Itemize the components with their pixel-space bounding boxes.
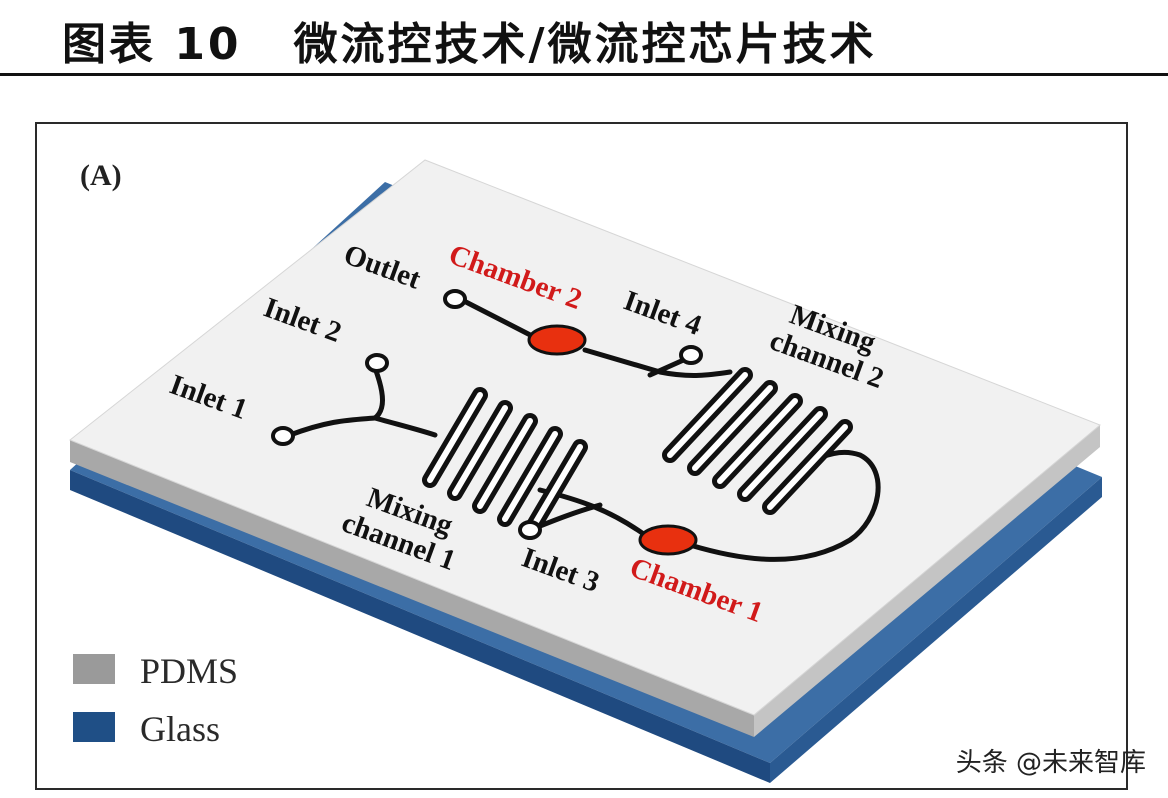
figure-caption: 微流控技术/微流控芯片技术 xyxy=(293,19,877,70)
header-rule xyxy=(0,73,1168,76)
legend-swatch-glass xyxy=(73,712,115,742)
pdms-side-right xyxy=(754,425,1100,737)
outlet-channel xyxy=(459,297,543,343)
inlet1-channel xyxy=(287,415,378,438)
glass-layer-side-left xyxy=(70,470,770,783)
figure-number: 图表 10 xyxy=(62,19,242,70)
inlet3-port xyxy=(518,520,542,540)
inlet1-port xyxy=(271,426,295,446)
legend-label-pdms: PDMS xyxy=(140,651,238,691)
outlet-port xyxy=(443,289,467,309)
pdms-top xyxy=(69,159,1101,716)
header: 图表 10 微流控技术/微流控芯片技术 xyxy=(0,0,1168,78)
source-watermark: 头条 @未来智库 xyxy=(955,748,1146,778)
ports xyxy=(271,289,703,540)
inlet2-channel xyxy=(372,365,385,421)
legend: PDMS Glass xyxy=(73,651,238,749)
glass-layer-side-right xyxy=(770,477,1102,783)
chamber-2 xyxy=(527,324,587,356)
chamber1-channel xyxy=(687,449,881,562)
chamber-1 xyxy=(638,524,698,556)
inlet2-port xyxy=(365,353,389,373)
junction-channel xyxy=(372,415,438,438)
panel-label: (A) xyxy=(80,159,122,192)
legend-label-glass: Glass xyxy=(140,709,220,749)
figure-title: 图表 10 微流控技术/微流控芯片技术 xyxy=(62,8,877,72)
legend-swatch-pdms xyxy=(73,654,115,684)
inlet4-port xyxy=(679,345,703,365)
pdms-side-left xyxy=(70,440,754,737)
